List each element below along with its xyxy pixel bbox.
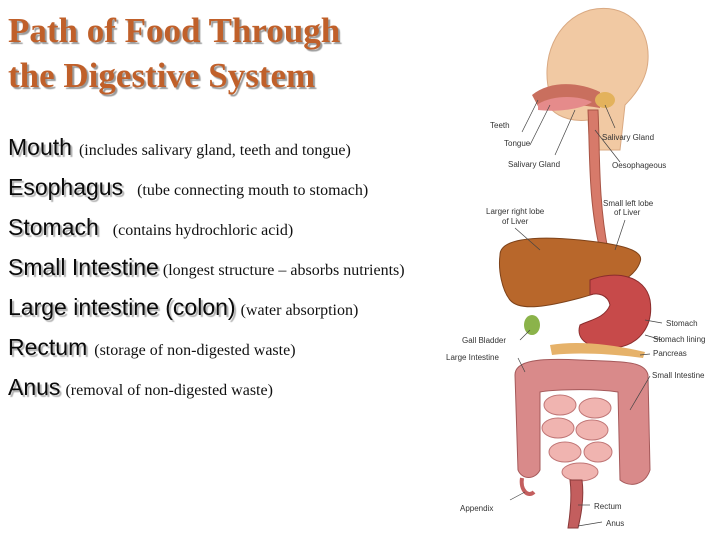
label-small-intestine: Small Intestine: [652, 371, 705, 380]
item-term: Rectum: [8, 334, 88, 360]
pancreas-shape: [550, 342, 645, 358]
item-term: Anus: [8, 374, 61, 400]
label-teeth: Teeth: [490, 121, 510, 130]
item-term: Esophagus: [8, 174, 124, 200]
item-term: Stomach: [8, 214, 99, 240]
label-pancreas: Pancreas: [653, 349, 687, 358]
small-intestine-coils: [541, 394, 613, 482]
item-description: (water absorption): [240, 302, 359, 319]
label-small-left-lobe-2: of Liver: [614, 208, 641, 217]
leader-lines: [509, 99, 663, 527]
label-anus: Anus: [606, 519, 624, 528]
item-term: Large intestine (colon): [8, 294, 236, 320]
item-description: (tube connecting mouth to stomach): [137, 182, 369, 199]
label-salivary-gland-right: Salivary Gland: [602, 133, 654, 142]
label-large-intestine: Large Intestine: [446, 353, 499, 362]
list-item-anus: Anus (removal of non-digested waste): [8, 374, 448, 414]
list-item-rectum: Rectum (storage of non-digested waste): [8, 334, 448, 374]
item-description: (removal of non-digested waste): [65, 382, 273, 399]
slide-title: Path of Food Through the Digestive Syste…: [8, 8, 448, 98]
label-tongue: Tongue: [504, 139, 531, 148]
item-description: (contains hydrochloric acid): [112, 222, 294, 239]
label-stomach-lining: Stomach lining: [653, 335, 705, 344]
label-oesophageous: Oesophageous: [612, 161, 666, 170]
label-salivary-gland-left: Salivary Gland: [508, 160, 560, 169]
title-line-2: the Digestive System: [8, 56, 316, 95]
item-description: (storage of non-digested waste): [94, 342, 296, 359]
title-line-1: Path of Food Through: [8, 11, 341, 50]
large-intestine-shape: [514, 358, 651, 485]
list-item-small-intestine: Small Intestine (longest structure – abs…: [8, 254, 448, 294]
label-large-right-lobe-1: Larger right lobe: [486, 207, 545, 216]
digestive-system-illustration: Teeth Tongue Salivary Gland Salivary Gla…: [446, 8, 705, 529]
gall-bladder-shape: [524, 315, 540, 335]
label-large-right-lobe-2: of Liver: [502, 217, 529, 226]
label-rectum: Rectum: [594, 502, 622, 511]
list-item-stomach: Stomach (contains hydrochloric acid): [8, 214, 448, 254]
item-term: Small Intestine: [8, 254, 159, 280]
list-item-mouth: Mouth (includes salivary gland, teeth an…: [8, 134, 448, 174]
label-appendix: Appendix: [460, 504, 493, 513]
label-stomach: Stomach: [666, 319, 698, 328]
item-term: Mouth: [8, 134, 72, 160]
list-item-large-intestine: Large intestine (colon) (water absorptio…: [8, 294, 448, 334]
appendix-shape: [519, 477, 536, 497]
list-item-esophagus: Esophagus (tube connecting mouth to stom…: [8, 174, 448, 214]
item-description: (includes salivary gland, teeth and tong…: [78, 142, 351, 159]
label-small-left-lobe-1: Small left lobe: [603, 199, 654, 208]
tongue-shape: [538, 97, 592, 111]
item-description: (longest structure – absorbs nutrients): [162, 262, 405, 279]
salivary-gland-shape: [595, 92, 615, 108]
rectum-shape: [567, 479, 584, 529]
stomach-shape: [578, 274, 652, 349]
label-gall-bladder: Gall Bladder: [462, 336, 506, 345]
organ-list: Mouth (includes salivary gland, teeth an…: [8, 134, 448, 414]
